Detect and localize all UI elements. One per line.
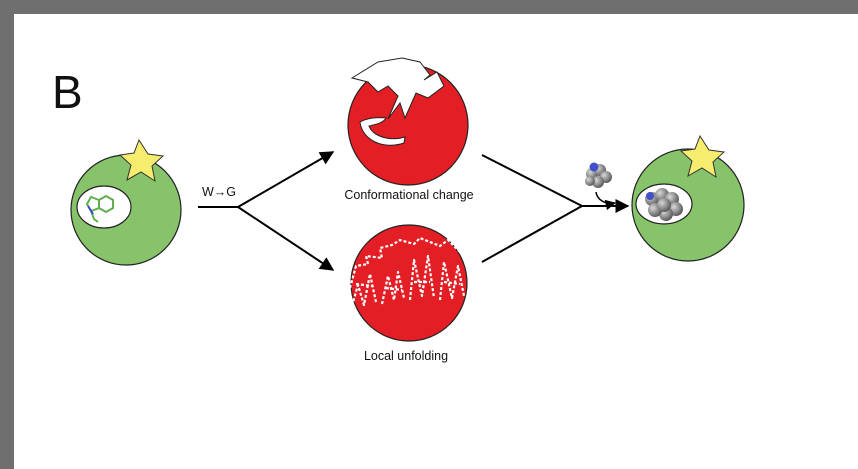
bound-ligand-icon: [645, 188, 683, 221]
label-conformational-change: Conformational change: [344, 188, 473, 202]
native-protein: [70, 138, 182, 266]
panel-label: B: [52, 66, 83, 118]
star-icon: [118, 138, 165, 183]
converge-line-lower: [481, 205, 583, 263]
tryptophan-icon: [85, 194, 114, 223]
rescued-protein: [631, 134, 745, 262]
label-local-unfolding: Local unfolding: [364, 349, 448, 363]
conformational-change-protein: [347, 57, 469, 186]
star-icon: [679, 134, 726, 179]
arrow-to-conformational-change: [237, 151, 335, 208]
ligand-binding-arrow: [595, 191, 617, 211]
broken-star-icon: [350, 57, 445, 120]
mutation-label: W→G: [202, 185, 236, 199]
ligand-molecule-icon: [585, 162, 612, 188]
arrow-to-local-unfolding: [237, 206, 335, 271]
local-unfolding-protein: [348, 224, 468, 342]
binding-pocket: [76, 185, 132, 229]
distorted-pocket: [359, 117, 406, 146]
unfolded-region-icon: [348, 236, 467, 307]
converge-line-upper: [481, 154, 583, 207]
